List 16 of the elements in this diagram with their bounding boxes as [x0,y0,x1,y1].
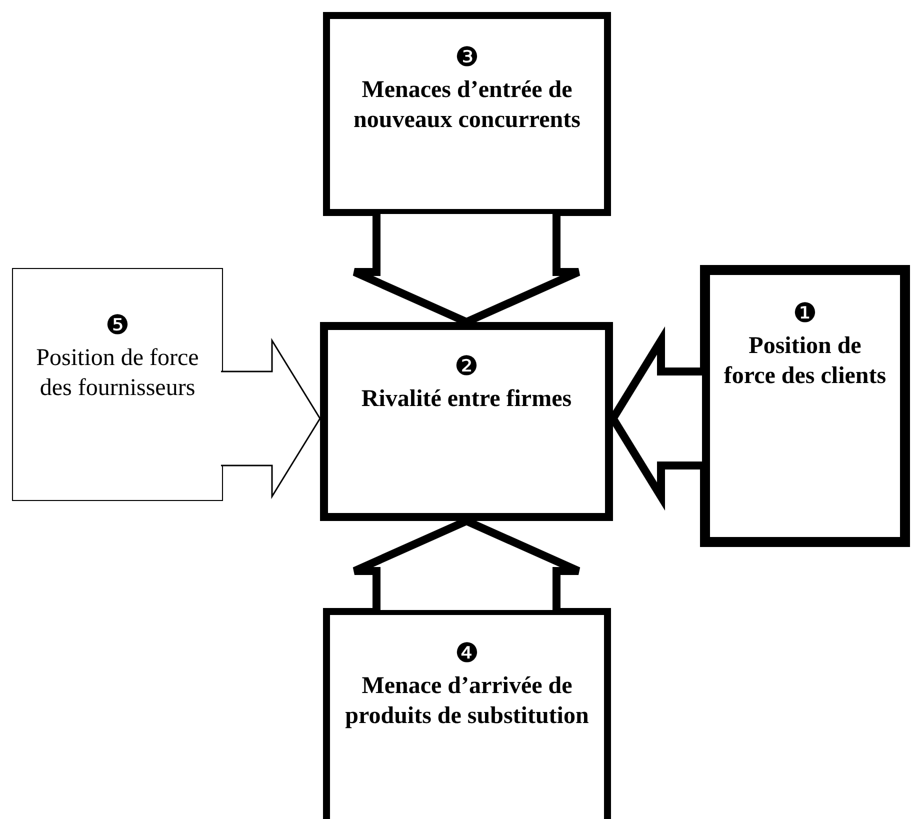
callout-box [12,268,223,501]
circled-number: ❶ [792,297,818,331]
central-box [320,322,613,521]
box-label: Position de force des clients [722,332,888,391]
callout-box [700,265,910,547]
box-label: Menace d’arrivée de produits de substitution [344,672,590,731]
callout-box [323,12,611,216]
circled-number: ❸ [454,41,480,75]
hollow-arrow [220,338,321,500]
box-label: Rivalité entre firmes [360,385,573,414]
box-label: Position de force des fournisseurs [35,344,200,403]
callout-box [323,608,611,819]
box-label: Menaces d’entrée de nouveaux concurrents [352,76,582,135]
circled-number: ❷ [454,350,479,384]
circled-number: ❺ [105,309,130,343]
circled-number: ❹ [454,637,480,671]
